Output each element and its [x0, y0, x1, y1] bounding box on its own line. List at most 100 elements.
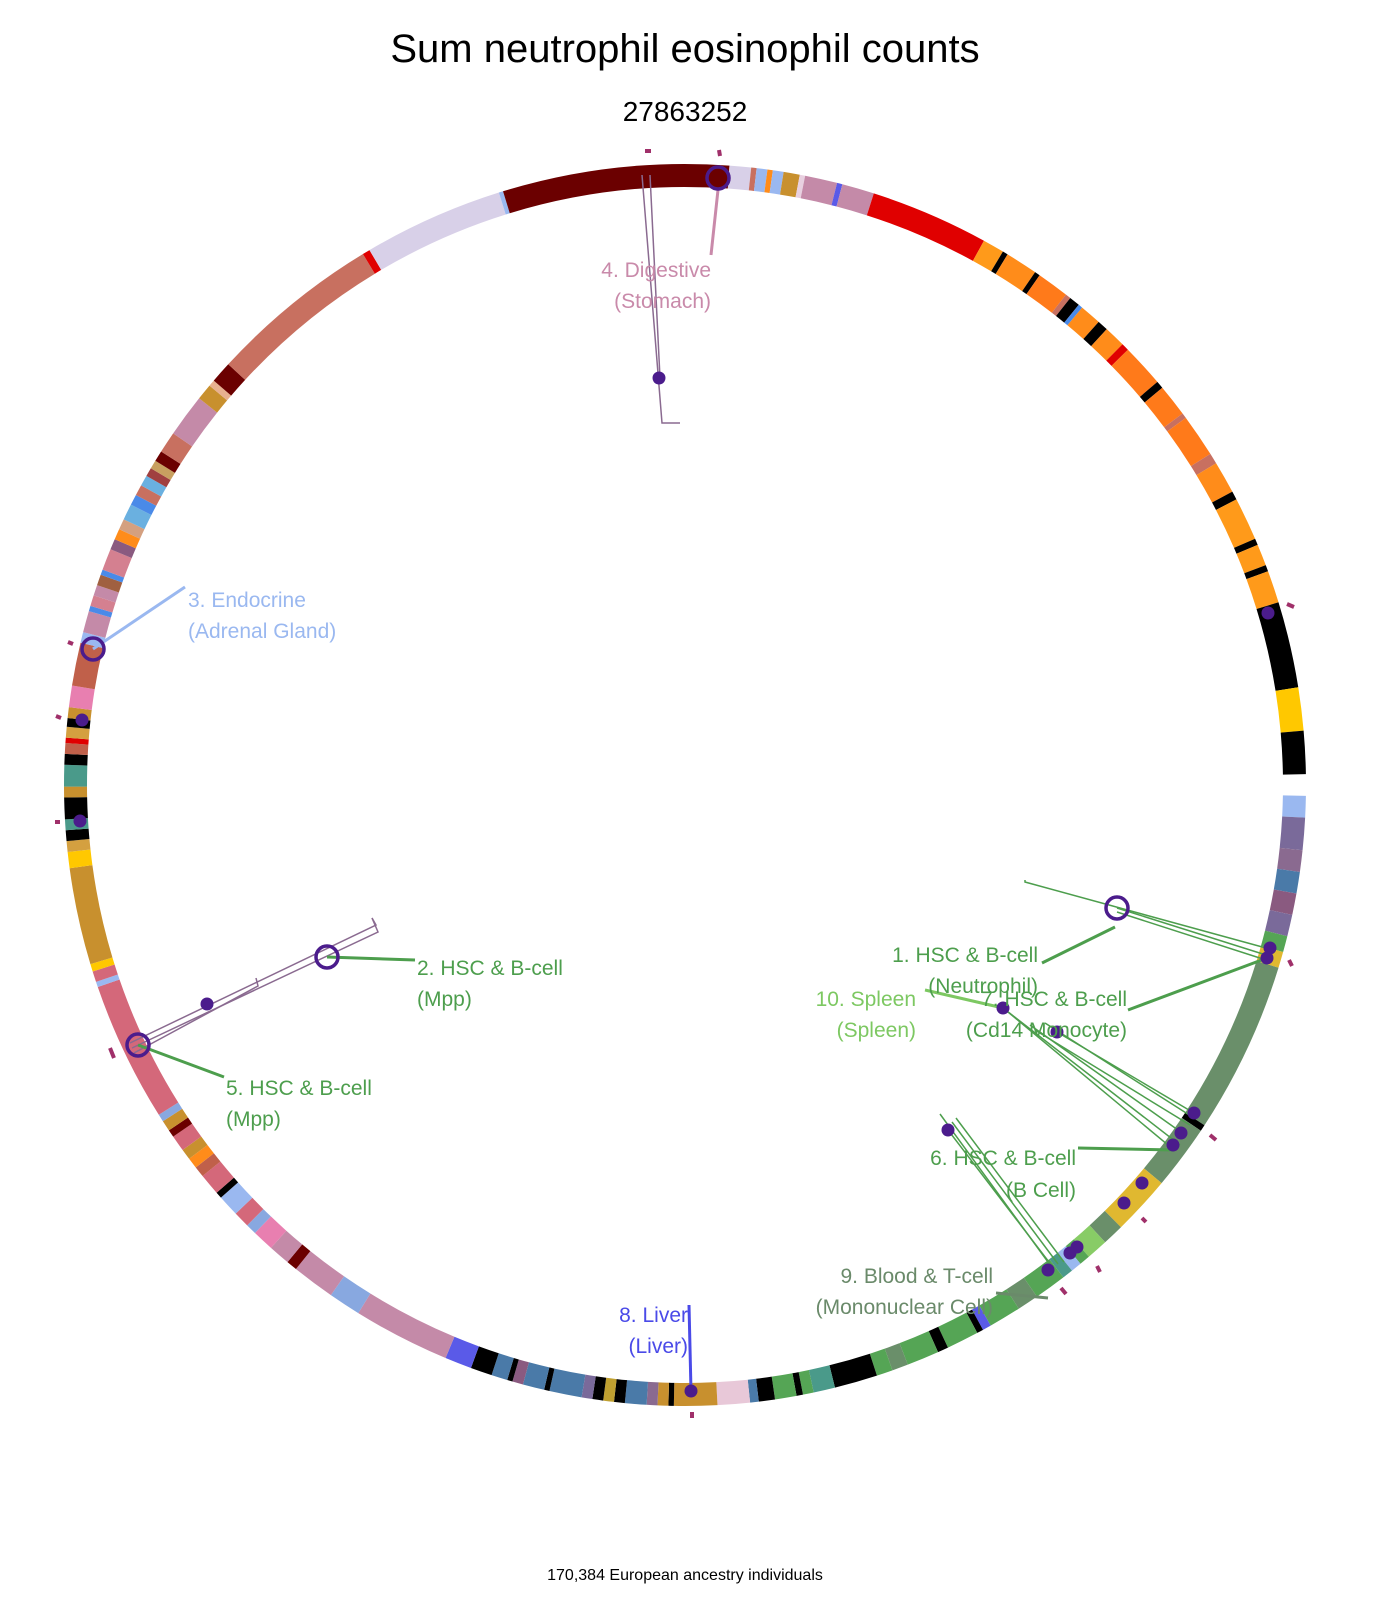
- ring-segment: [727, 165, 752, 191]
- ring-segment: [100, 569, 125, 583]
- variant-dot: [1117, 1196, 1131, 1210]
- ring-segment: [503, 163, 730, 214]
- ring-segment: [1026, 275, 1066, 313]
- ring-segment: [831, 182, 843, 207]
- ring-segment: [899, 1331, 939, 1365]
- ring-segment: [1083, 321, 1107, 347]
- ring-segment: [544, 1367, 555, 1392]
- ring-segment: [747, 1378, 759, 1403]
- variant-dot: [1261, 606, 1275, 620]
- label-line1: 5. HSC & B-cell: [226, 1077, 372, 1100]
- ring-segment: [93, 585, 119, 603]
- ring-segment: [202, 1161, 234, 1193]
- liver-connector: [687, 1304, 693, 1392]
- mpp5-connector: [137, 1043, 225, 1079]
- ring-segment: [182, 1136, 208, 1159]
- ring-segment: [798, 1370, 814, 1395]
- ring-segment: [1064, 304, 1083, 326]
- ring-segment: [938, 1312, 978, 1348]
- ring-segment: [1212, 491, 1237, 510]
- ring-segment: [668, 1382, 675, 1406]
- cd14-connector: [1127, 956, 1268, 1012]
- variant-dot: [1135, 1176, 1149, 1190]
- ring-segment: [1246, 571, 1279, 610]
- label-line2: (Spleen): [837, 1019, 916, 1042]
- label-spleen: 10. Spleen (Spleen): [816, 988, 916, 1042]
- ring-segment: [1006, 1277, 1037, 1309]
- ring-segment: [1269, 889, 1297, 915]
- ring-segment: [155, 451, 181, 473]
- variant-dot: [1174, 1126, 1188, 1140]
- ring-segment: [1022, 272, 1040, 295]
- ring-segment: [1164, 413, 1186, 432]
- ring-segment: [247, 1209, 271, 1234]
- ring-segment: [97, 574, 123, 593]
- ring-segment: [102, 549, 132, 578]
- ring-segment: [498, 191, 510, 215]
- ring-segment: [216, 1177, 239, 1198]
- ring-segment: [866, 193, 984, 261]
- ring-segment: [1265, 910, 1293, 937]
- ring-segment: [1111, 349, 1158, 397]
- neutrophil-connector: [1041, 925, 1116, 965]
- ring-segment: [1051, 294, 1071, 317]
- ring-segment: [235, 1197, 264, 1226]
- mpp2-connector: [326, 955, 416, 962]
- ring-segment: [780, 171, 800, 198]
- digestive-connector: [709, 189, 720, 256]
- variant-dot: [1063, 1246, 1077, 1260]
- ring-segment: [549, 1368, 586, 1398]
- ring-segment: [1277, 847, 1303, 872]
- ring-segment: [507, 1357, 519, 1382]
- ring-segment: [995, 254, 1036, 292]
- ring-segment: [979, 1289, 1019, 1326]
- ring-segment: [1280, 730, 1306, 775]
- ring-segment: [646, 1381, 659, 1406]
- variant-dot: [652, 371, 666, 385]
- variant-dot: [1166, 1138, 1180, 1152]
- ring-segment: [1167, 417, 1211, 467]
- ring-segment: [657, 1382, 670, 1406]
- label-line2: (Mononuclear Cell): [816, 1296, 993, 1319]
- ring-segment: [173, 398, 218, 447]
- chromosome-ring: [63, 163, 1306, 1406]
- ring-segment: [769, 170, 784, 195]
- label-line2: (B Cell): [1006, 1179, 1076, 1202]
- sample-size-footer: 170,384 European ancestry individuals: [547, 1567, 823, 1584]
- ring-segment: [162, 1108, 188, 1131]
- variant-dot: [1260, 951, 1274, 965]
- ring-segment: [83, 611, 111, 638]
- ring-segment: [65, 726, 90, 740]
- label-line1: 7. HSC & B-cell: [981, 988, 1127, 1011]
- ring-segment: [1236, 544, 1266, 574]
- variant-dot: [996, 1001, 1010, 1015]
- ring-segment: [66, 839, 91, 852]
- ring-segment: [67, 849, 93, 869]
- ring-segment: [1273, 868, 1300, 894]
- plot-title: Sum neutrophil eosinophil counts: [390, 27, 979, 71]
- label-line1: 9. Blood & T-cell: [840, 1265, 993, 1288]
- label-line1: 3. Endocrine: [188, 589, 306, 612]
- ring-segment: [146, 468, 171, 488]
- ring-segment: [150, 460, 175, 481]
- ring-segment: [369, 192, 506, 270]
- ring-segment: [1279, 816, 1306, 851]
- endocrine-connector: [92, 585, 186, 651]
- ring-segment: [130, 494, 157, 516]
- label-hsc-cd14: 7. HSC & B-cell (Cd14 Monocyte): [966, 988, 1127, 1042]
- label-hsc-mpp-5: 5. HSC & B-cell (Mpp): [226, 1077, 372, 1131]
- ring-segment: [771, 1373, 797, 1400]
- label-line2: (Stomach): [614, 290, 711, 313]
- ring-segment: [168, 1117, 193, 1137]
- ring-segment: [1275, 687, 1304, 733]
- ring-segment: [135, 485, 162, 506]
- ring-segment: [209, 380, 232, 401]
- variant-dot: [1050, 1025, 1064, 1039]
- annotation-lines: [92, 174, 1268, 1392]
- ring-segment: [1056, 297, 1079, 323]
- ring-segment: [64, 797, 88, 820]
- ring-segment: [65, 828, 90, 842]
- label-line2: (Neutrophil): [928, 975, 1038, 998]
- ring-segment: [470, 1346, 499, 1376]
- variant-dot: [73, 814, 87, 828]
